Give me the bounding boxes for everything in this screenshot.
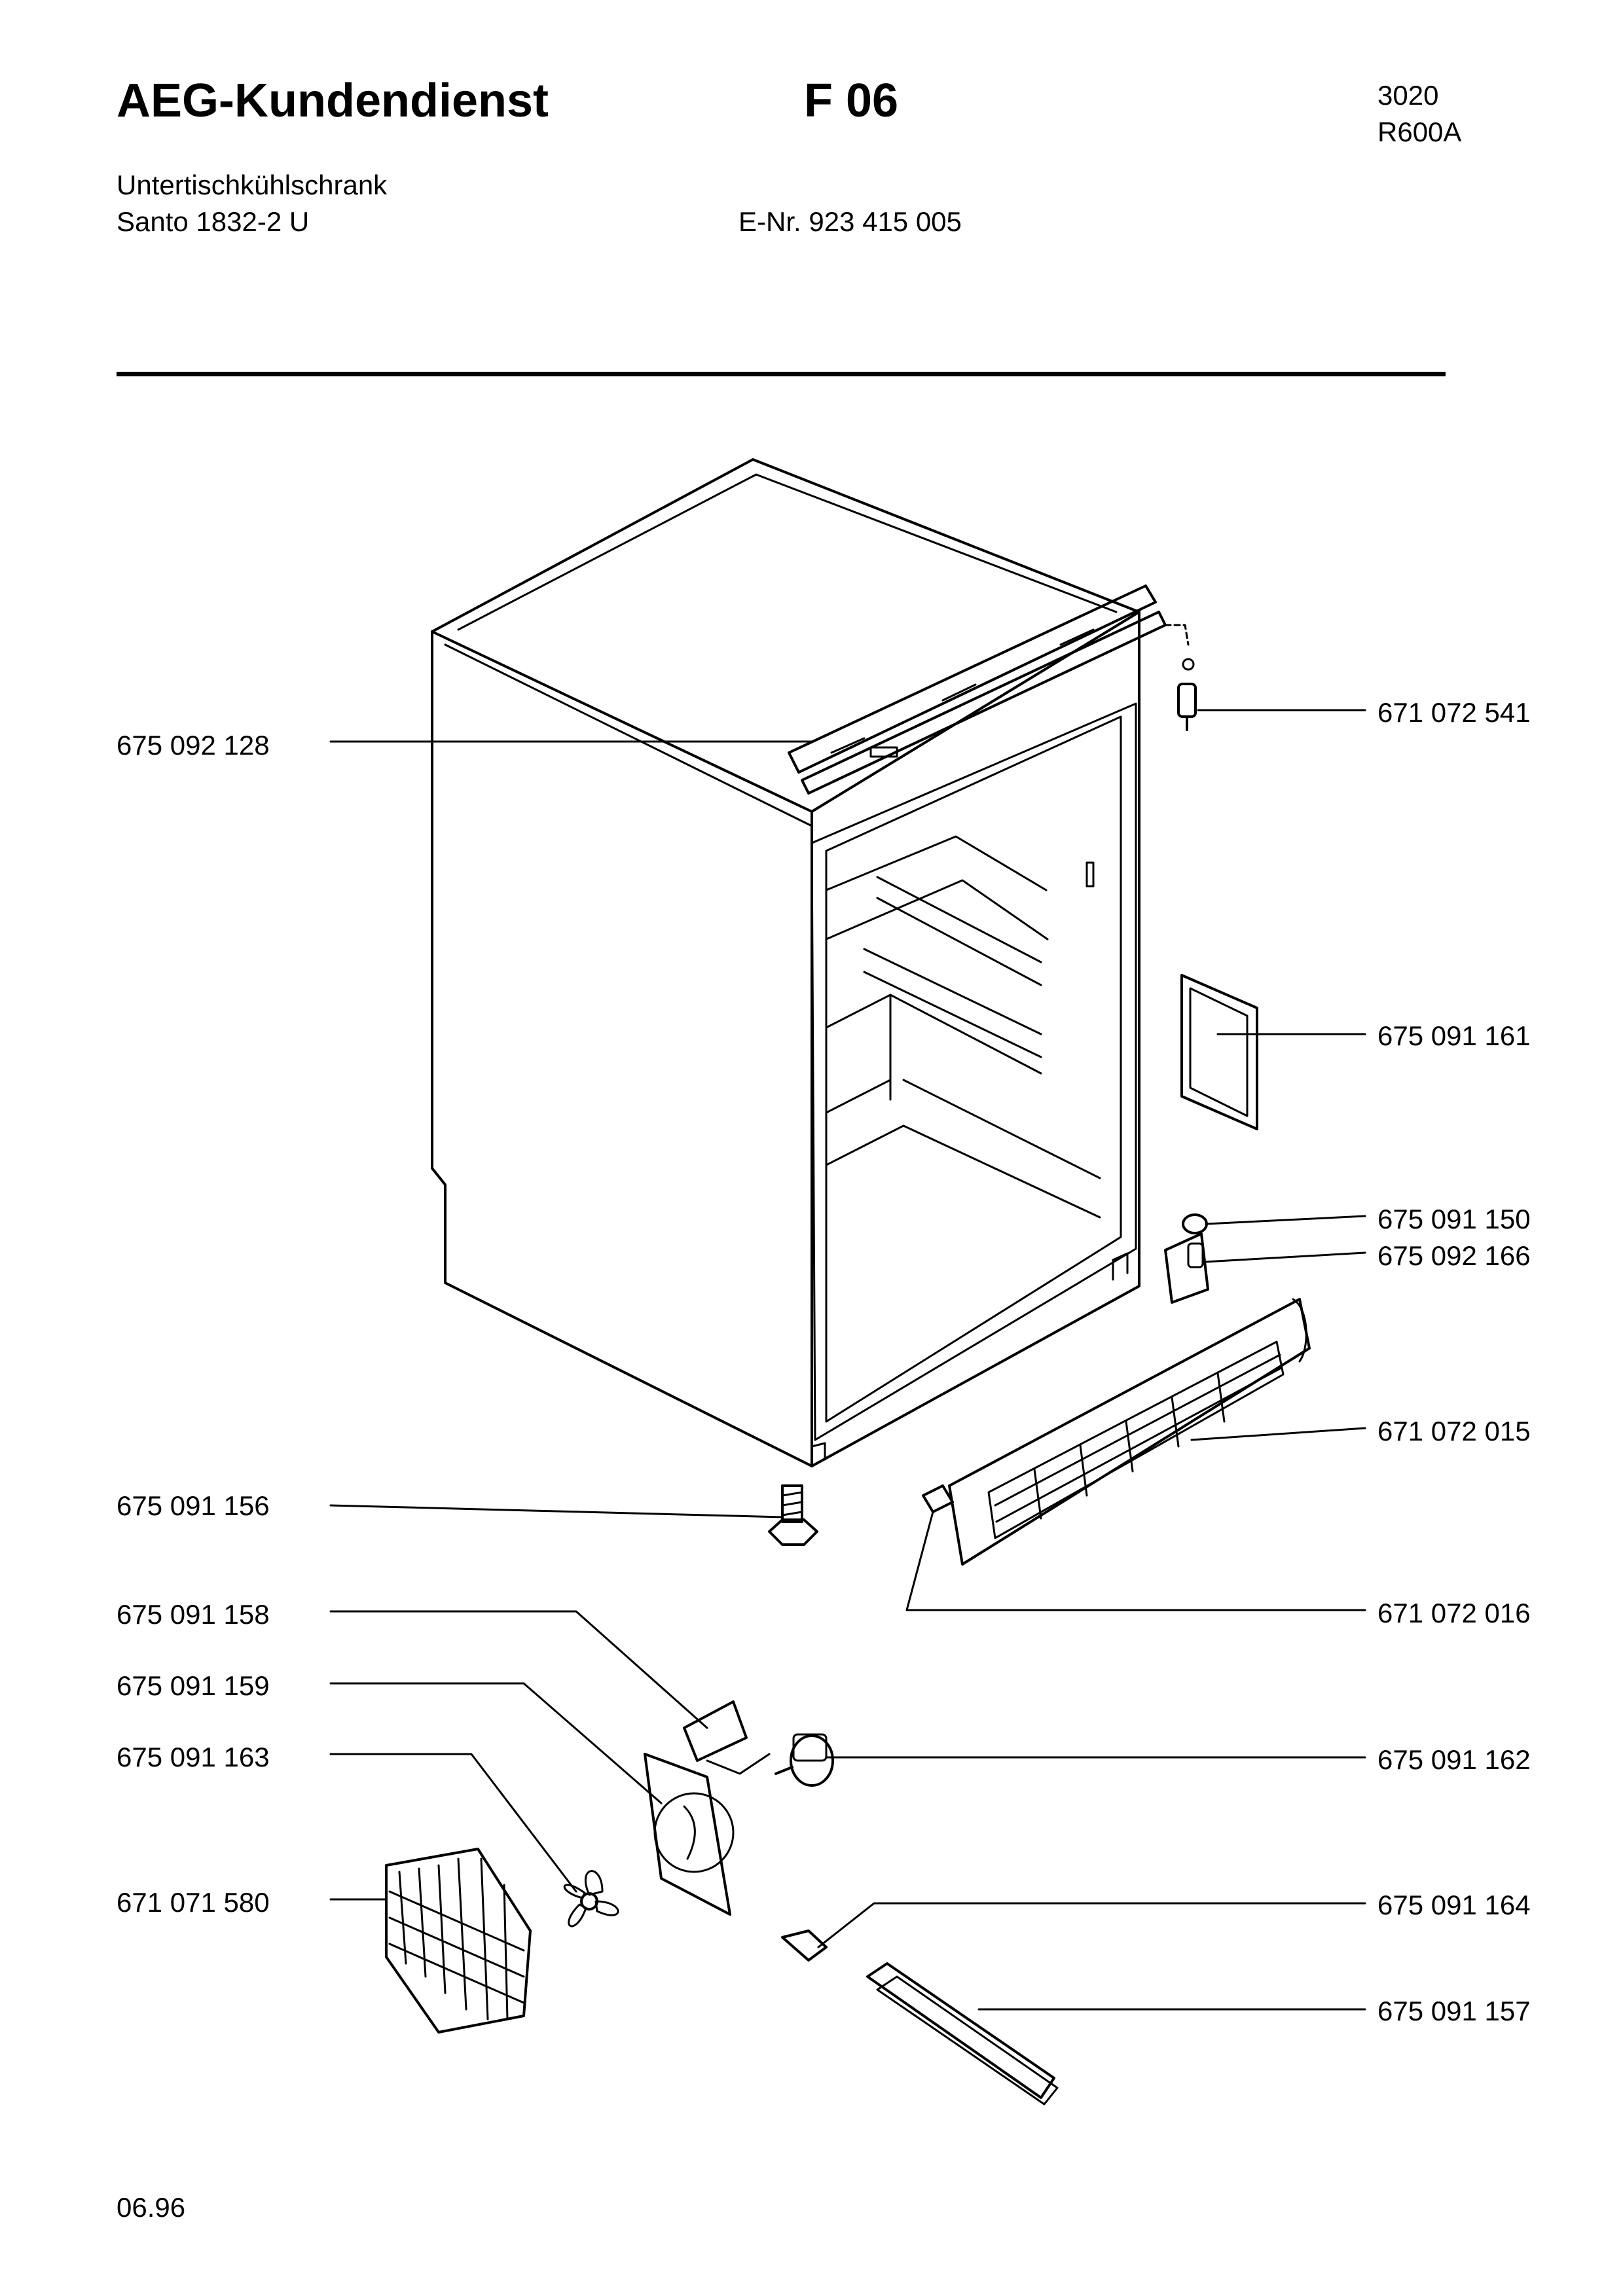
part-label: 671 072 016 — [1377, 1598, 1531, 1628]
part-label: 675 091 158 — [117, 1599, 270, 1630]
part-label: 671 071 580 — [117, 1887, 270, 1918]
top-mounting-rail — [788, 584, 1167, 795]
header-rule — [117, 372, 1446, 376]
thermostat-switch — [683, 1700, 771, 1775]
grille-clip — [922, 1484, 954, 1513]
part-label: 675 091 162 — [1377, 1744, 1531, 1775]
ventilation-grille — [948, 1298, 1311, 1566]
refrigerant: R600A — [1377, 117, 1462, 147]
document-code: F 06 — [804, 75, 899, 127]
fan-blade — [563, 1870, 619, 1928]
adjustable-foot — [768, 1484, 818, 1546]
fan-motor — [775, 1733, 834, 1787]
part-label: 675 091 163 — [117, 1742, 270, 1772]
fan-housing — [644, 1753, 735, 1916]
brand-title: AEG-Kundendienst — [117, 75, 549, 127]
hinge-bracket — [1164, 1232, 1209, 1304]
model-name: Santo 1832-2 U — [117, 206, 310, 237]
leader-lines — [329, 709, 1366, 2011]
part-label: 675 091 161 — [1377, 1020, 1531, 1051]
part-label: 675 091 159 — [117, 1670, 270, 1701]
part-label: 671 072 015 — [1377, 1416, 1531, 1446]
part-label: 675 091 150 — [1377, 1204, 1531, 1234]
part-label: 675 092 128 — [117, 730, 270, 761]
handle-strip — [866, 1962, 1059, 2106]
hinge-washer — [1182, 1213, 1208, 1234]
condenser-grid — [385, 1848, 532, 2034]
refrigerator-cabinet — [431, 458, 1140, 1467]
appliance-type: Untertischkühlschrank — [117, 170, 388, 200]
footer-date: 06.96 — [117, 2192, 186, 2223]
part-label: 675 091 157 — [1377, 1996, 1531, 2026]
part-label: 675 091 164 — [1377, 1890, 1531, 1920]
part-label: 675 092 166 — [1377, 1240, 1531, 1271]
e-number: E-Nr. 923 415 005 — [739, 206, 962, 237]
cover-plate — [1180, 974, 1258, 1130]
lamp-holder — [781, 1929, 828, 1962]
part-label: 675 091 156 — [117, 1490, 270, 1521]
part-label: 671 072 541 — [1377, 697, 1531, 728]
hinge-pin — [1164, 624, 1197, 731]
model-code: 3020 — [1377, 80, 1439, 111]
